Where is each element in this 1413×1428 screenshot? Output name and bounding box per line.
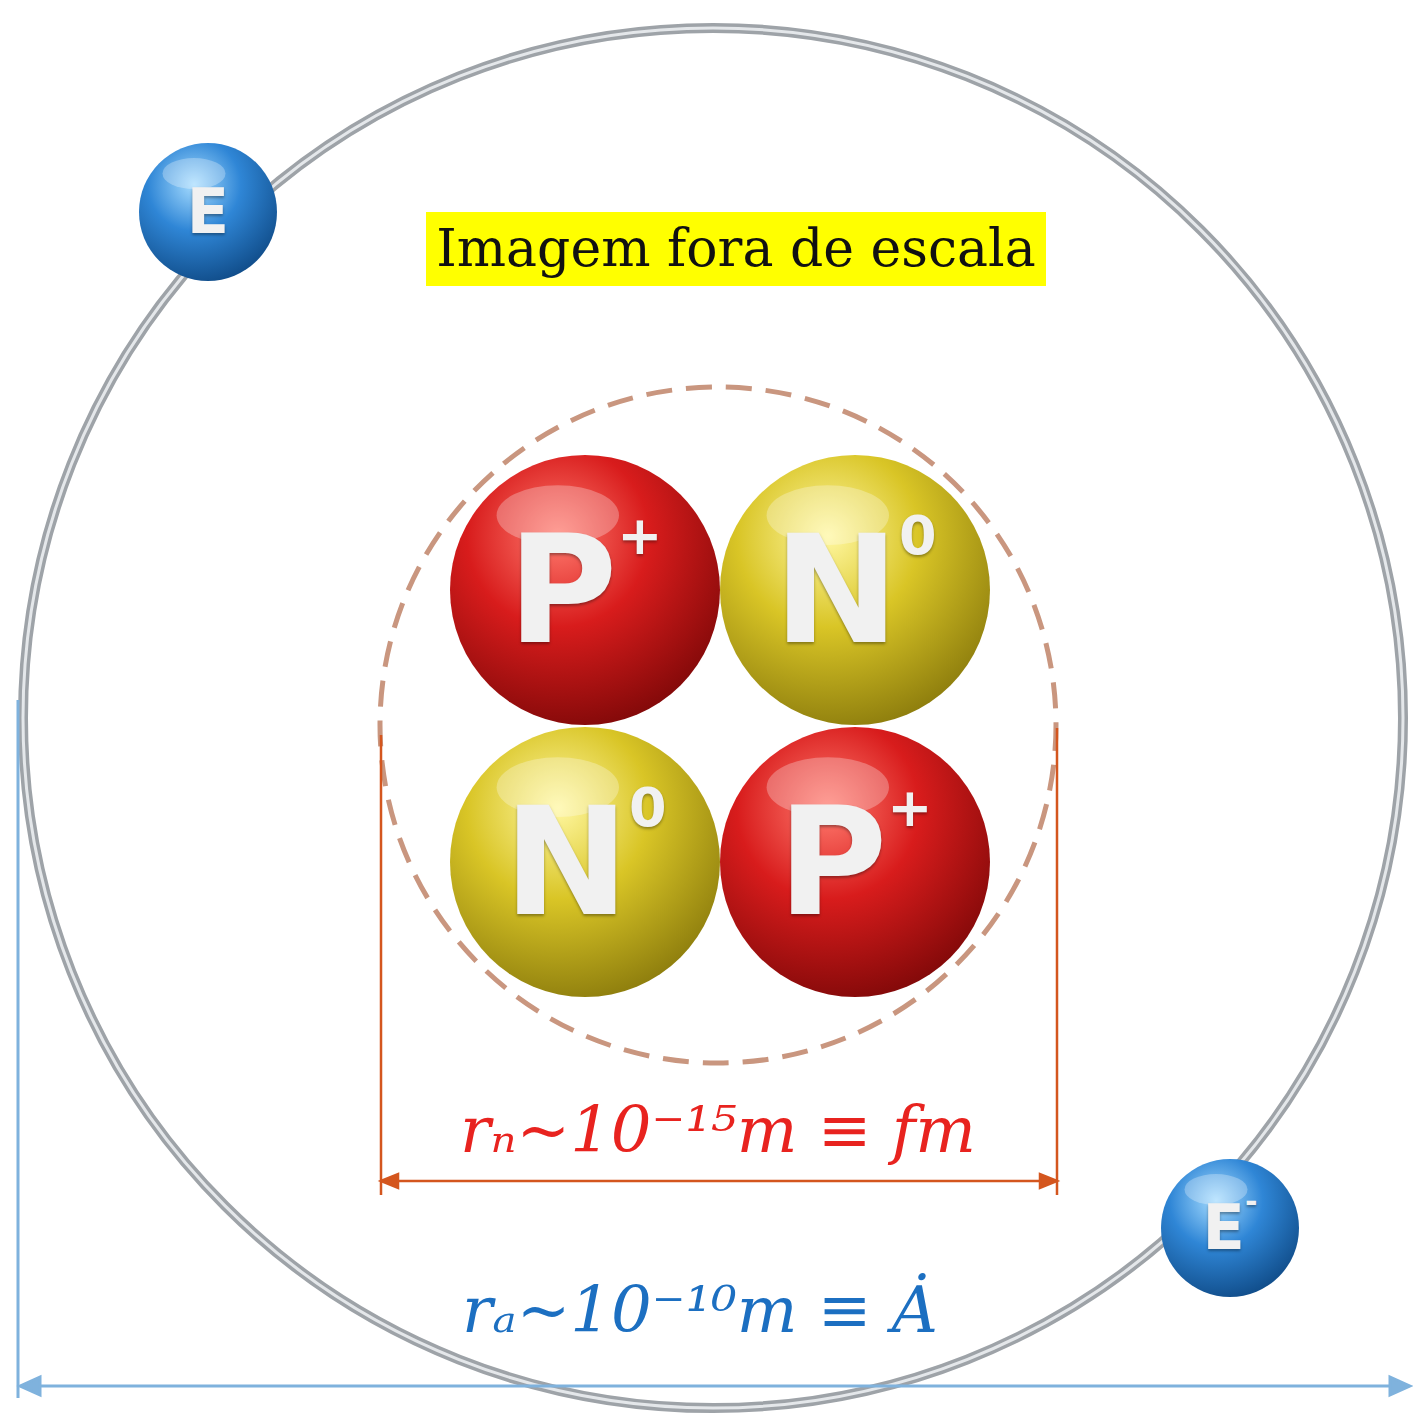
charge-sign: 0 (899, 509, 937, 563)
ball-letters: E (187, 181, 229, 243)
proton-ball: P+ (449, 454, 721, 726)
particle-letter: E (187, 181, 229, 243)
charge-sign: - (1245, 1187, 1257, 1217)
ball-body (450, 455, 720, 725)
ball-body (1161, 1159, 1299, 1297)
nucleus-dimension (381, 728, 1057, 1195)
nucleus-radius: rₙ~10⁻¹⁵m ≡ fm (454, 1095, 982, 1165)
particle-letter: N (503, 787, 629, 937)
particle-letter: N (773, 515, 899, 665)
atom-radius: rₐ~10⁻¹⁰m ≡ Ȧ (456, 1275, 944, 1345)
ball-letters: P+ (777, 787, 932, 937)
ball-body (720, 727, 990, 997)
electron-ball: E- (1160, 1158, 1300, 1298)
ball-body (139, 143, 277, 281)
ball-letters: E- (1203, 1197, 1258, 1259)
ball-letters: N0 (503, 787, 666, 937)
orbit-ring (23, 28, 1403, 1408)
ball-letters: P+ (507, 515, 662, 665)
proton-ball: P+ (719, 726, 991, 998)
ball-body (450, 727, 720, 997)
orbit-ring-shine (23, 28, 1403, 1408)
nucleus-outline (380, 387, 1056, 1063)
charge-sign: + (617, 509, 662, 563)
particle-letter: P (777, 787, 887, 937)
neutron-ball: N0 (719, 454, 991, 726)
ball-body (720, 455, 990, 725)
atom-dimension (18, 700, 1410, 1398)
particle-letter: E (1203, 1197, 1245, 1259)
charge-sign: 0 (629, 781, 667, 835)
neutron-ball: N0 (449, 726, 721, 998)
charge-sign: + (887, 781, 932, 835)
scale-note: Imagem fora de escala (426, 212, 1046, 285)
particle-letter: P (507, 515, 617, 665)
electron-ball: E (138, 142, 278, 282)
ball-letters: N0 (773, 515, 936, 665)
